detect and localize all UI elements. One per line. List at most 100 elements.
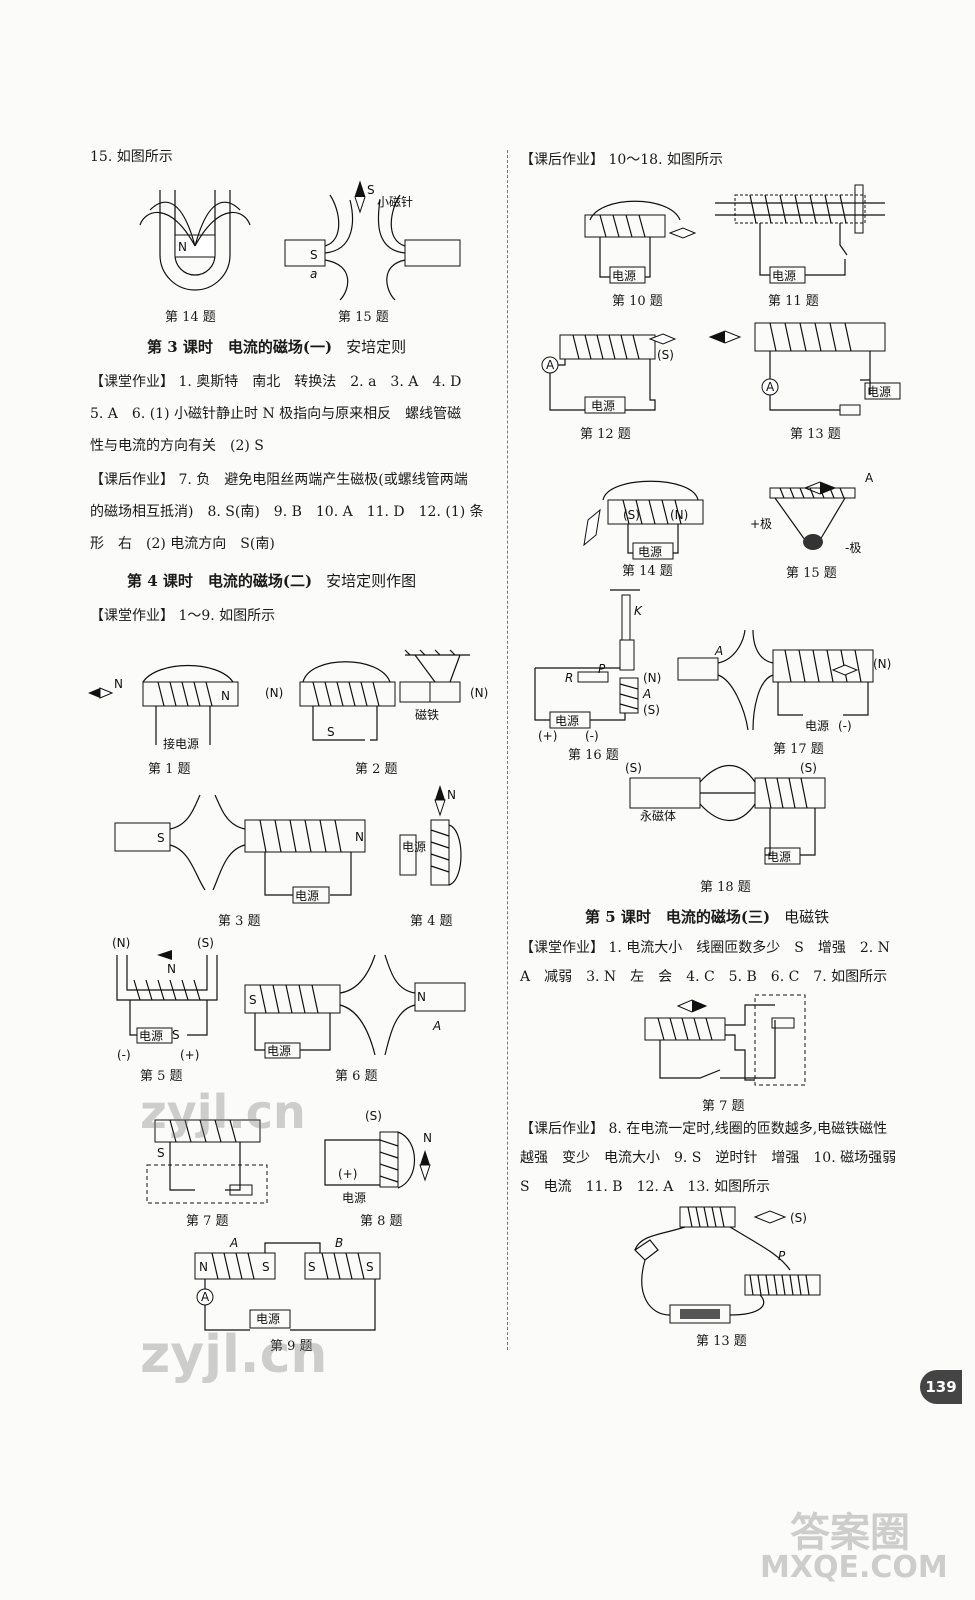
fig5-plus: (+) bbox=[180, 1048, 199, 1062]
caption-fig17: 第 17 题 bbox=[773, 742, 824, 757]
fig2-citie: 磁铁 bbox=[415, 707, 439, 722]
fig16-p: P bbox=[598, 662, 606, 676]
fig6-n: N bbox=[417, 990, 426, 1004]
l5-line2: A 减弱 3. N 左 会 4. C 5. B 6. C 7. 如图所示 bbox=[520, 969, 888, 985]
fig1-n1: N bbox=[114, 677, 123, 691]
right-header: 【课后作业】 10～18. 如图所示 bbox=[520, 152, 723, 168]
figure-1: N N 接电源 bbox=[88, 665, 239, 751]
caption-fig18: 第 18 题 bbox=[700, 880, 751, 895]
figure-16: K R P (N) A (S) 电源 (+) (-) bbox=[534, 589, 661, 743]
figure-8: (S) N (+) 电源 bbox=[324, 1109, 432, 1205]
fig3-n: N bbox=[355, 830, 364, 844]
fig13r-ps: (S) bbox=[790, 1211, 807, 1225]
caption-fig1: 第 1 题 bbox=[148, 762, 191, 777]
fig3-dianyuan: 电源 bbox=[295, 889, 319, 903]
watermark: zyjl.cn bbox=[140, 1325, 328, 1385]
fig5-pn: (N) bbox=[112, 936, 130, 950]
l3-line4: 【课后作业】 7. 负 避免电阻丝两端产生磁极(或螺线管两端 bbox=[90, 472, 468, 488]
caption-fig15: 第 15 题 bbox=[338, 310, 389, 325]
lesson3-subtitle: 安培定则 bbox=[346, 338, 407, 356]
caption-fig5: 第 5 题 bbox=[140, 1069, 183, 1084]
fig16-ps: (S) bbox=[643, 703, 660, 717]
fig15r-plus-pole: +极 bbox=[750, 517, 772, 531]
l3-line3: 性与电流的方向有关 (2) S bbox=[90, 438, 264, 454]
caption-fig13-right: 第 13 题 bbox=[696, 1334, 747, 1349]
caption-fig3: 第 3 题 bbox=[218, 914, 261, 929]
figure-6: S N A 电源 bbox=[244, 954, 466, 1059]
fig14r-pn: (N) bbox=[670, 508, 688, 522]
fig7-s: S bbox=[157, 1146, 165, 1160]
fig16-k: K bbox=[634, 604, 643, 618]
figure-15: S 小磁针 S a bbox=[284, 180, 461, 301]
column-divider bbox=[507, 150, 509, 1350]
caption-fig6: 第 6 题 bbox=[335, 1069, 378, 1084]
fig12-dianyuan: 电源 bbox=[591, 399, 615, 413]
l4-line1: 【课堂作业】 1～9. 如图所示 bbox=[90, 608, 276, 624]
fig14-n-label: N bbox=[178, 240, 187, 254]
fig6-dianyuan: 电源 bbox=[267, 1044, 291, 1058]
fig17-pn: (N) bbox=[873, 657, 891, 671]
figure-5: (N) (S) N 电源 S (-) (+) bbox=[112, 936, 218, 1062]
fig12-ammeter: A bbox=[546, 358, 555, 372]
fig14r-ps: (S) bbox=[623, 508, 640, 522]
caption-fig15-right: 第 15 题 bbox=[786, 566, 837, 581]
caption-fig4: 第 4 题 bbox=[410, 914, 453, 929]
caption-fig11: 第 11 题 bbox=[768, 294, 819, 309]
fig3-s: S bbox=[157, 831, 165, 845]
figure-14-right: (S) (N) 电源 bbox=[583, 480, 704, 560]
fig17-minus: (-) bbox=[838, 719, 852, 733]
figure-4: N 电源 bbox=[399, 785, 462, 886]
l3-line1: 【课堂作业】 1. 奥斯特 南北 转换法 2. a 3. A 4. D bbox=[90, 374, 462, 390]
fig5-ps: (S) bbox=[197, 936, 214, 950]
fig15-s2-label: S bbox=[310, 248, 318, 262]
fig9-b-top: B bbox=[335, 1236, 343, 1250]
fig1-n2: N bbox=[221, 689, 230, 703]
lesson4-title: 第 4 课时 电流的磁场(二)安培定则作图 bbox=[127, 572, 417, 590]
page-number: 139 bbox=[920, 1370, 962, 1404]
fig5-n: N bbox=[167, 962, 176, 976]
fig18-ps2: (S) bbox=[800, 761, 817, 775]
fig5-minus: (-) bbox=[117, 1048, 131, 1062]
figure-3: S N 电源 bbox=[114, 794, 366, 904]
fig1-jiedianyuan: 接电源 bbox=[163, 736, 199, 751]
fig9-a-top: A bbox=[229, 1236, 238, 1250]
figure-15-right: A +极 -极 bbox=[750, 471, 874, 555]
l5-line5: S 电流 11. B 12. A 13. 如图所示 bbox=[520, 1179, 771, 1195]
lesson4-subtitle: 安培定则作图 bbox=[326, 572, 417, 590]
fig13r-p: P bbox=[778, 1249, 786, 1263]
fig17-dianyuan: 电源 bbox=[805, 719, 829, 733]
fig9-s2: S bbox=[308, 1260, 316, 1274]
caption-fig9: 第 9 题 bbox=[270, 1339, 313, 1354]
fig18-dianyuan: 电源 bbox=[767, 850, 791, 864]
fig8-plus: (+) bbox=[338, 1167, 357, 1181]
fig12-ps: (S) bbox=[657, 348, 674, 362]
fig17-a: A bbox=[714, 644, 723, 658]
fig6-s: S bbox=[249, 993, 257, 1007]
l5-line3: 【课后作业】 8. 在电流一定时,线圈的匝数越多,电磁铁磁性 bbox=[520, 1121, 888, 1137]
fig8-n: N bbox=[423, 1131, 432, 1145]
caption-fig10: 第 10 题 bbox=[612, 294, 663, 309]
caption-fig7-right: 第 7 题 bbox=[702, 1099, 745, 1114]
fig18-ps1: (S) bbox=[625, 761, 642, 775]
l5-line4: 越强 变少 电流大小 9. S 逆时针 增强 10. 磁场强弱 bbox=[520, 1150, 897, 1166]
caption-fig2: 第 2 题 bbox=[355, 762, 398, 777]
watermark: zyjl.cn bbox=[140, 1085, 306, 1139]
caption-fig7: 第 7 题 bbox=[186, 1214, 229, 1229]
l3-line6: 形 右 (2) 电流方向 S(南) bbox=[90, 536, 275, 552]
fig13-dianyuan: 电源 bbox=[867, 385, 891, 399]
lesson5-subtitle: 电磁铁 bbox=[784, 908, 830, 926]
figure-10: 电源 bbox=[584, 200, 697, 284]
fig2-pn2: (N) bbox=[470, 686, 488, 700]
figure-14: N bbox=[139, 190, 251, 291]
figure-7: S bbox=[146, 1119, 268, 1204]
fig13-ammeter: A bbox=[766, 380, 775, 394]
fig9-ammeter: A bbox=[201, 1290, 210, 1304]
fig2-pn1: (N) bbox=[265, 686, 283, 700]
fig4-dianyuan: 电源 bbox=[402, 840, 426, 854]
fig16-minus: (-) bbox=[585, 729, 599, 743]
figure-2: (N) S (N) 磁铁 bbox=[265, 649, 488, 741]
lesson5-title: 第 5 课时 电流的磁场(三)电磁铁 bbox=[585, 908, 830, 926]
figure-17: A (N) 电源 (-) bbox=[677, 629, 891, 733]
caption-fig8: 第 8 题 bbox=[360, 1214, 403, 1229]
fig9-n: N bbox=[199, 1260, 208, 1274]
